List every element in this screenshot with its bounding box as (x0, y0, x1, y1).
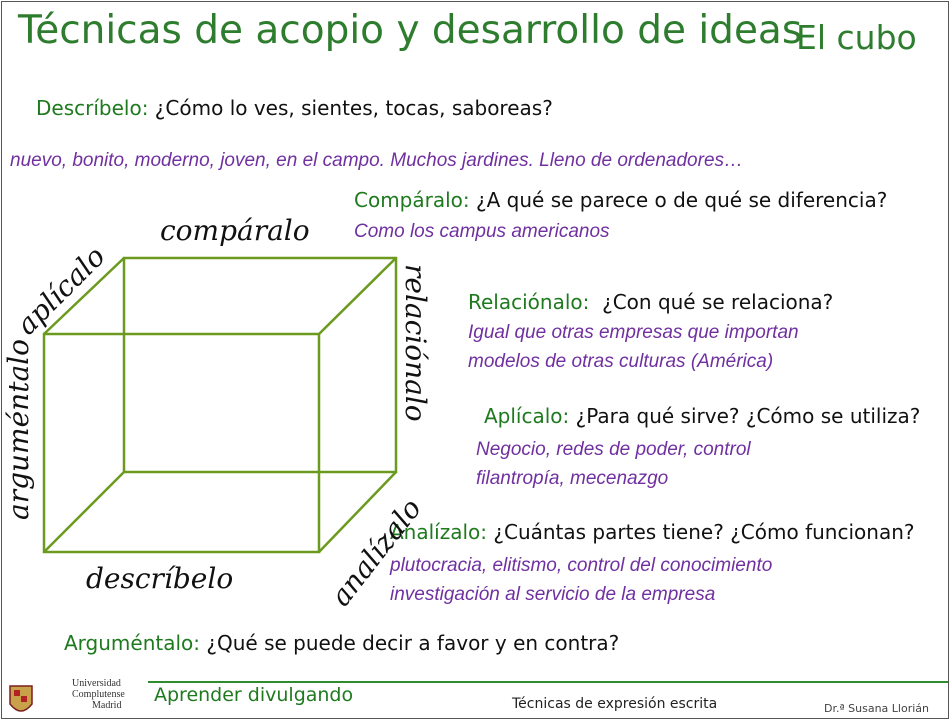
cube-back-face (122, 256, 398, 474)
university-name-line1: Universidad (72, 678, 121, 689)
university-name-line2: Complutense (72, 689, 125, 700)
comparalo-question: ¿A qué se parece o de qué se diferencia? (469, 188, 888, 212)
describelo-answer: nuevo, bonito, moderno, joven, en el cam… (10, 150, 744, 171)
university-logo (6, 682, 68, 718)
analizalo-answer-line1: plutocracia, elitismo, control del conoc… (390, 555, 773, 576)
relacionalo-answer-line1: Igual que otras empresas que importan (468, 322, 799, 343)
aplicalo-question: ¿Para qué sirve? ¿Cómo se utiliza? (569, 404, 921, 428)
cube-edge-top-left (43, 257, 125, 335)
analizalo-label: Analízalo: (390, 520, 488, 544)
cube-edge-top-right (318, 257, 397, 335)
cube-edge-bottom-left (43, 471, 125, 553)
argumentalo-question: ¿Qué se puede decir a favor y en contra? (200, 631, 620, 655)
aplicalo-answer-line1: Negocio, redes de poder, control (476, 439, 751, 460)
aplicalo-label: Aplícalo: (484, 404, 570, 428)
cube-front-face (42, 332, 321, 554)
comparalo-question-line: Compáralo: ¿A qué se parece o de qué se … (354, 188, 887, 212)
relacionalo-question: ¿Con qué se relaciona? (589, 290, 834, 314)
footer-tagline: Aprender divulgando (154, 684, 354, 706)
relacionalo-question-line: Relaciónalo: ¿Con qué se relaciona? (468, 290, 833, 314)
footer-divider (148, 681, 948, 683)
analizalo-question: ¿Cuántas partes tiene? ¿Cómo funcionan? (487, 520, 915, 544)
cube-edge-bottom-right (318, 471, 397, 553)
relacionalo-answer-line2: modelos de otras culturas (América) (468, 351, 774, 372)
argumentalo-question-line: Arguméntalo: ¿Qué se puede decir a favor… (64, 631, 619, 655)
university-name: Universidad Complutense Madrid (72, 678, 125, 711)
comparalo-answer: Como los campus americanos (354, 221, 610, 242)
aplicalo-question-line: Aplícalo: ¿Para qué sirve? ¿Cómo se util… (484, 404, 920, 428)
aplicalo-answer-line2: filantropía, mecenazgo (476, 468, 669, 489)
cube-label-argumentalo: arguméntalo (2, 339, 35, 520)
cube-label-relacionalo: relaciónalo (399, 264, 432, 422)
argumentalo-label: Arguméntalo: (64, 631, 201, 655)
describelo-question: ¿Cómo lo ves, sientes, tocas, saboreas? (148, 96, 553, 120)
cube-label-describelo: descríbelo (86, 562, 234, 595)
slide-subtitle: El cubo (796, 18, 917, 57)
relacionalo-label: Relaciónalo: (468, 290, 590, 314)
slide-title: Técnicas de acopio y desarrollo de ideas (18, 8, 803, 53)
analizalo-question-line: Analízalo: ¿Cuántas partes tiene? ¿Cómo … (390, 520, 915, 544)
analizalo-answer-line2: investigación al servicio de la empresa (390, 584, 716, 605)
university-name-line3: Madrid (92, 700, 122, 711)
university-crest-icon (9, 685, 33, 712)
footer-author: Dr.ª Susana Llorián (824, 702, 929, 715)
comparalo-label: Compáralo: (354, 188, 470, 212)
describelo-question-line: Descríbelo: ¿Cómo lo ves, sientes, tocas… (36, 96, 553, 120)
cube-label-comparalo: compáralo (160, 214, 310, 247)
describelo-label: Descríbelo: (36, 96, 149, 120)
footer-course: Técnicas de expresión escrita (512, 696, 718, 712)
